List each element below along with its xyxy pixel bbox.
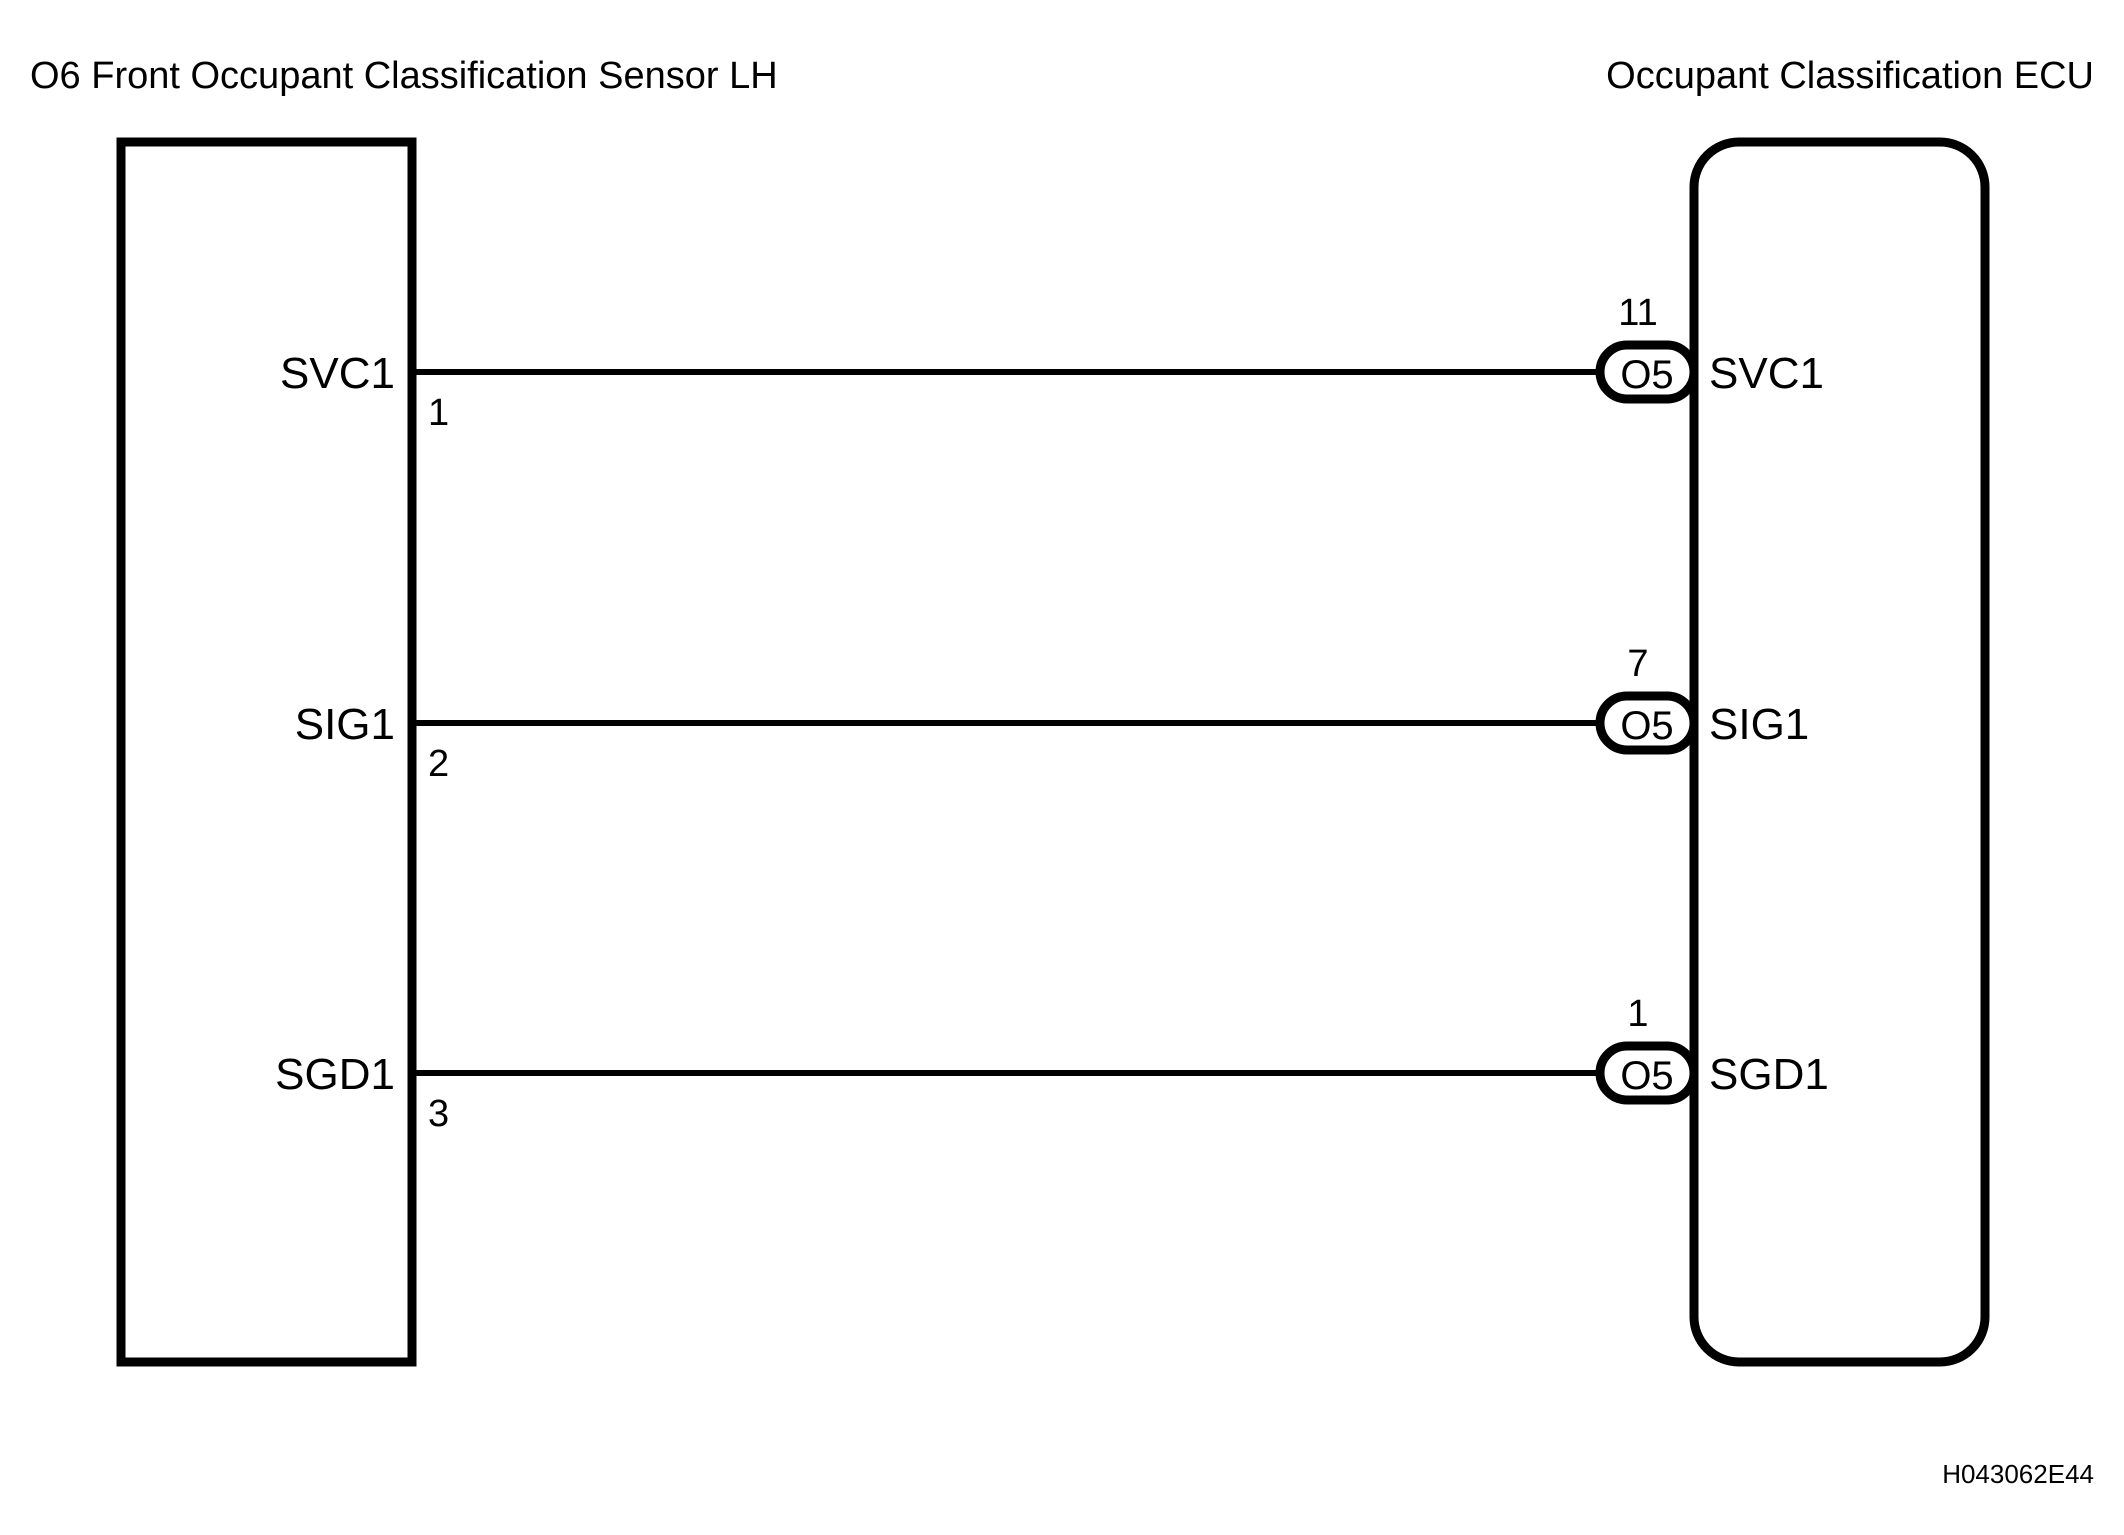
right-pin-number-sig1: 7 — [1627, 643, 1648, 685]
left-component-box — [116, 137, 417, 1367]
connector-code-svc1: O5 — [1620, 353, 1673, 397]
reference-code: H043062E44 — [1942, 1459, 2094, 1489]
right-pin-number-sgd1: 1 — [1627, 993, 1648, 1035]
right-component-box — [1689, 137, 1990, 1367]
connector-code-sig1: O5 — [1620, 704, 1673, 748]
left-terminal-label-svc1: SVC1 — [280, 349, 395, 398]
right-terminal-label-svc1: SVC1 — [1709, 349, 1824, 398]
left-pin-number-svc1: 1 — [428, 392, 449, 434]
right-terminal-label-sig1: SIG1 — [1709, 700, 1809, 749]
left-terminal-label-sig1: SIG1 — [295, 700, 395, 749]
left-terminal-label-sgd1: SGD1 — [275, 1050, 395, 1099]
left-component-title: O6 Front Occupant Classification Sensor … — [30, 55, 778, 97]
connector-code-sgd1: O5 — [1620, 1054, 1673, 1098]
right-pin-number-svc1: 11 — [1618, 292, 1657, 334]
right-component-title: Occupant Classification ECU — [1606, 55, 2094, 97]
left-pin-number-sgd1: 3 — [428, 1093, 449, 1135]
left-pin-number-sig1: 2 — [428, 743, 449, 785]
right-terminal-label-sgd1: SGD1 — [1709, 1050, 1829, 1099]
